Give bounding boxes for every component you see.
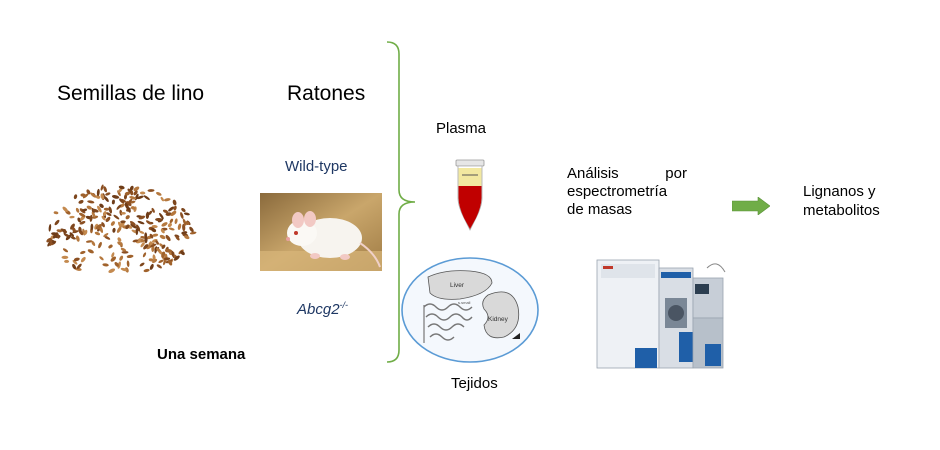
tissues-label: Tejidos — [451, 375, 498, 392]
mass-spectrometer-image — [596, 259, 726, 369]
seeds-title: Semillas de lino — [57, 82, 205, 105]
mice-title: Ratones — [287, 82, 366, 105]
wild-type-label: Wild-type — [285, 158, 348, 175]
abcg2-label: Abcg2-/- — [297, 300, 348, 318]
analysis-label: Análisis por espectrometría de masas — [567, 165, 687, 219]
abcg2-text: Abcg2 — [297, 301, 340, 318]
result-line-1: Lignanos y — [803, 183, 876, 200]
duration-label: Una semana — [157, 346, 246, 363]
small-intestine-text: s.small — [458, 300, 471, 305]
liver-text: Liver — [450, 282, 465, 289]
result-label: Lignanos y metabolitos — [803, 182, 880, 220]
blood-tube-icon — [455, 159, 485, 231]
tissues-illustration: Liver Kidney s.small — [401, 257, 539, 363]
plasma-label: Plasma — [436, 120, 487, 137]
analysis-line-3: de masas — [567, 201, 633, 218]
flax-seeds-image — [46, 184, 197, 273]
kidney-text: Kidney — [488, 316, 509, 323]
curly-brace — [386, 41, 416, 363]
analysis-line-1: Análisis por — [567, 165, 687, 182]
abcg2-superscript: -/- — [339, 300, 349, 310]
result-line-2: metabolitos — [803, 202, 880, 219]
analysis-line-2: espectrometría — [567, 183, 668, 200]
right-arrow-icon — [732, 197, 770, 215]
mouse-photo — [260, 193, 382, 271]
